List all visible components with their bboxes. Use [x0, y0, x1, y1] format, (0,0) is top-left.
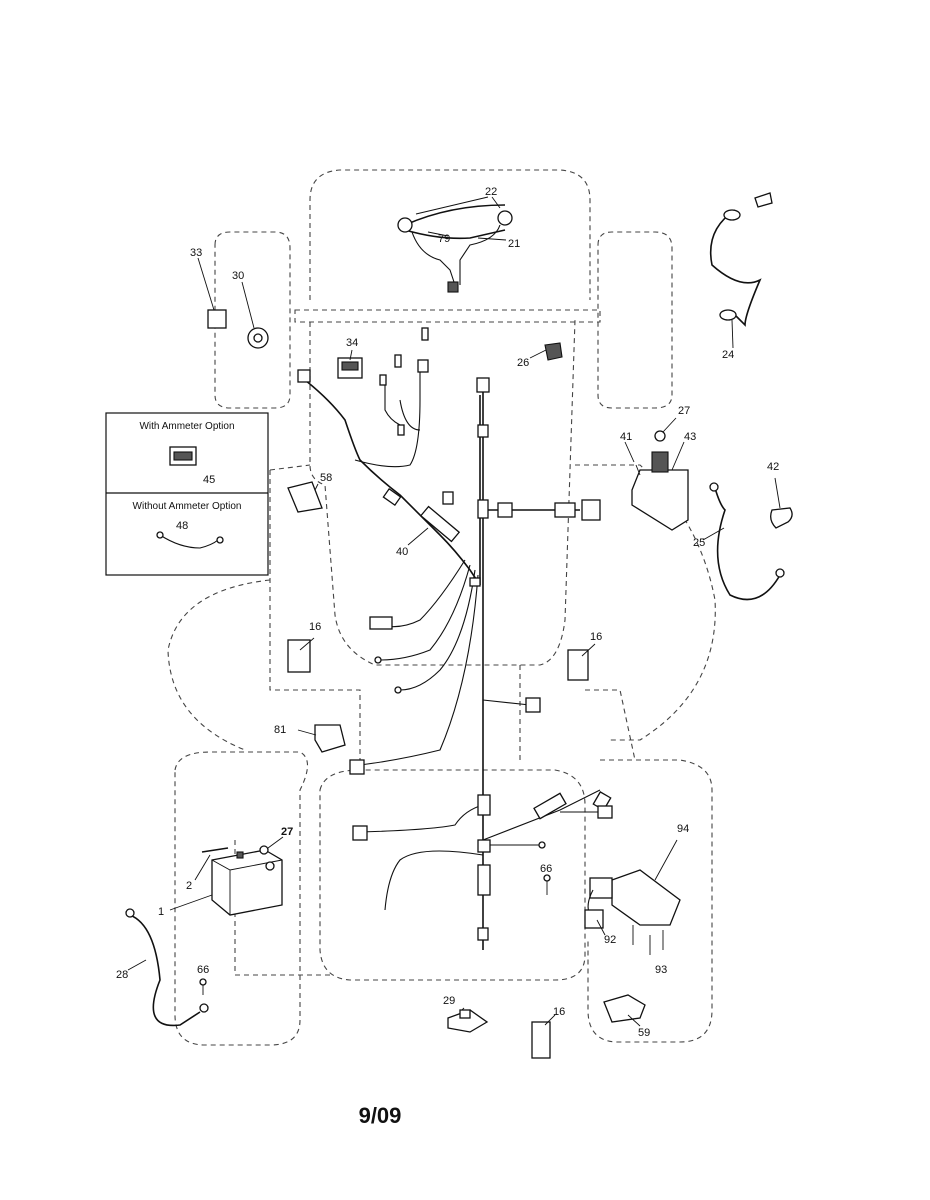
callout-numbers: 22 79 21 33 30 34 26 24 27 41 43 42 25 4… [116, 186, 779, 1039]
safety-switch-33 [207, 309, 227, 329]
callout-27b: 27 [281, 826, 293, 838]
main-harness [304, 365, 605, 950]
harness-connectors [349, 327, 613, 941]
callout-45: 45 [203, 474, 215, 486]
callout-94: 94 [677, 823, 689, 835]
seat-switch-16a [287, 639, 311, 673]
callout-66a: 66 [540, 863, 552, 875]
callout-16a: 16 [309, 621, 321, 633]
callout-66b: 66 [197, 964, 209, 976]
solenoid-43 [631, 469, 689, 531]
callout-29: 29 [443, 995, 455, 1007]
callout-25: 25 [693, 537, 705, 549]
headlight-assembly [397, 204, 513, 293]
relay-81 [314, 724, 346, 753]
parts [125, 192, 793, 1059]
terminal-boot-42 [770, 507, 793, 529]
part-59 [603, 994, 646, 1023]
seat-switch-16c [531, 1021, 551, 1059]
callout-30: 30 [232, 270, 244, 282]
callout-79: 79 [438, 233, 450, 245]
callout-92: 92 [604, 934, 616, 946]
part-58 [287, 481, 323, 513]
callout-16c: 16 [553, 1006, 565, 1018]
callout-22: 22 [485, 186, 497, 198]
callout-34: 34 [346, 337, 358, 349]
ammeter-option-box: With Ammeter Option Without Ammeter Opti… [105, 412, 269, 576]
callout-27a: 27 [678, 405, 690, 417]
callout-41: 41 [620, 431, 632, 443]
with-ammeter-label: With Ammeter Option [139, 421, 234, 432]
seat-switch-16b [567, 649, 589, 681]
callout-33: 33 [190, 247, 202, 259]
callout-93: 93 [655, 964, 667, 976]
callout-40: 40 [396, 546, 408, 558]
callout-26: 26 [517, 357, 529, 369]
without-ammeter-label: Without Ammeter Option [133, 501, 242, 512]
callout-16b: 16 [590, 631, 602, 643]
callout-58: 58 [320, 472, 332, 484]
callout-43: 43 [684, 431, 696, 443]
callout-59: 59 [638, 1027, 650, 1039]
leader-lines [127, 196, 781, 1027]
callout-1: 1 [158, 906, 164, 918]
date-code: 9/09 [359, 1103, 402, 1128]
callout-42: 42 [767, 461, 779, 473]
connector-92 [589, 877, 613, 899]
callout-21: 21 [508, 238, 520, 250]
module-94 [611, 869, 681, 926]
callout-24: 24 [722, 349, 734, 361]
connector-26 [544, 342, 563, 361]
callout-2: 2 [186, 880, 192, 892]
callout-81: 81 [274, 724, 286, 736]
battery-1 [211, 849, 283, 916]
callout-48: 48 [176, 520, 188, 532]
callout-28: 28 [116, 969, 128, 981]
